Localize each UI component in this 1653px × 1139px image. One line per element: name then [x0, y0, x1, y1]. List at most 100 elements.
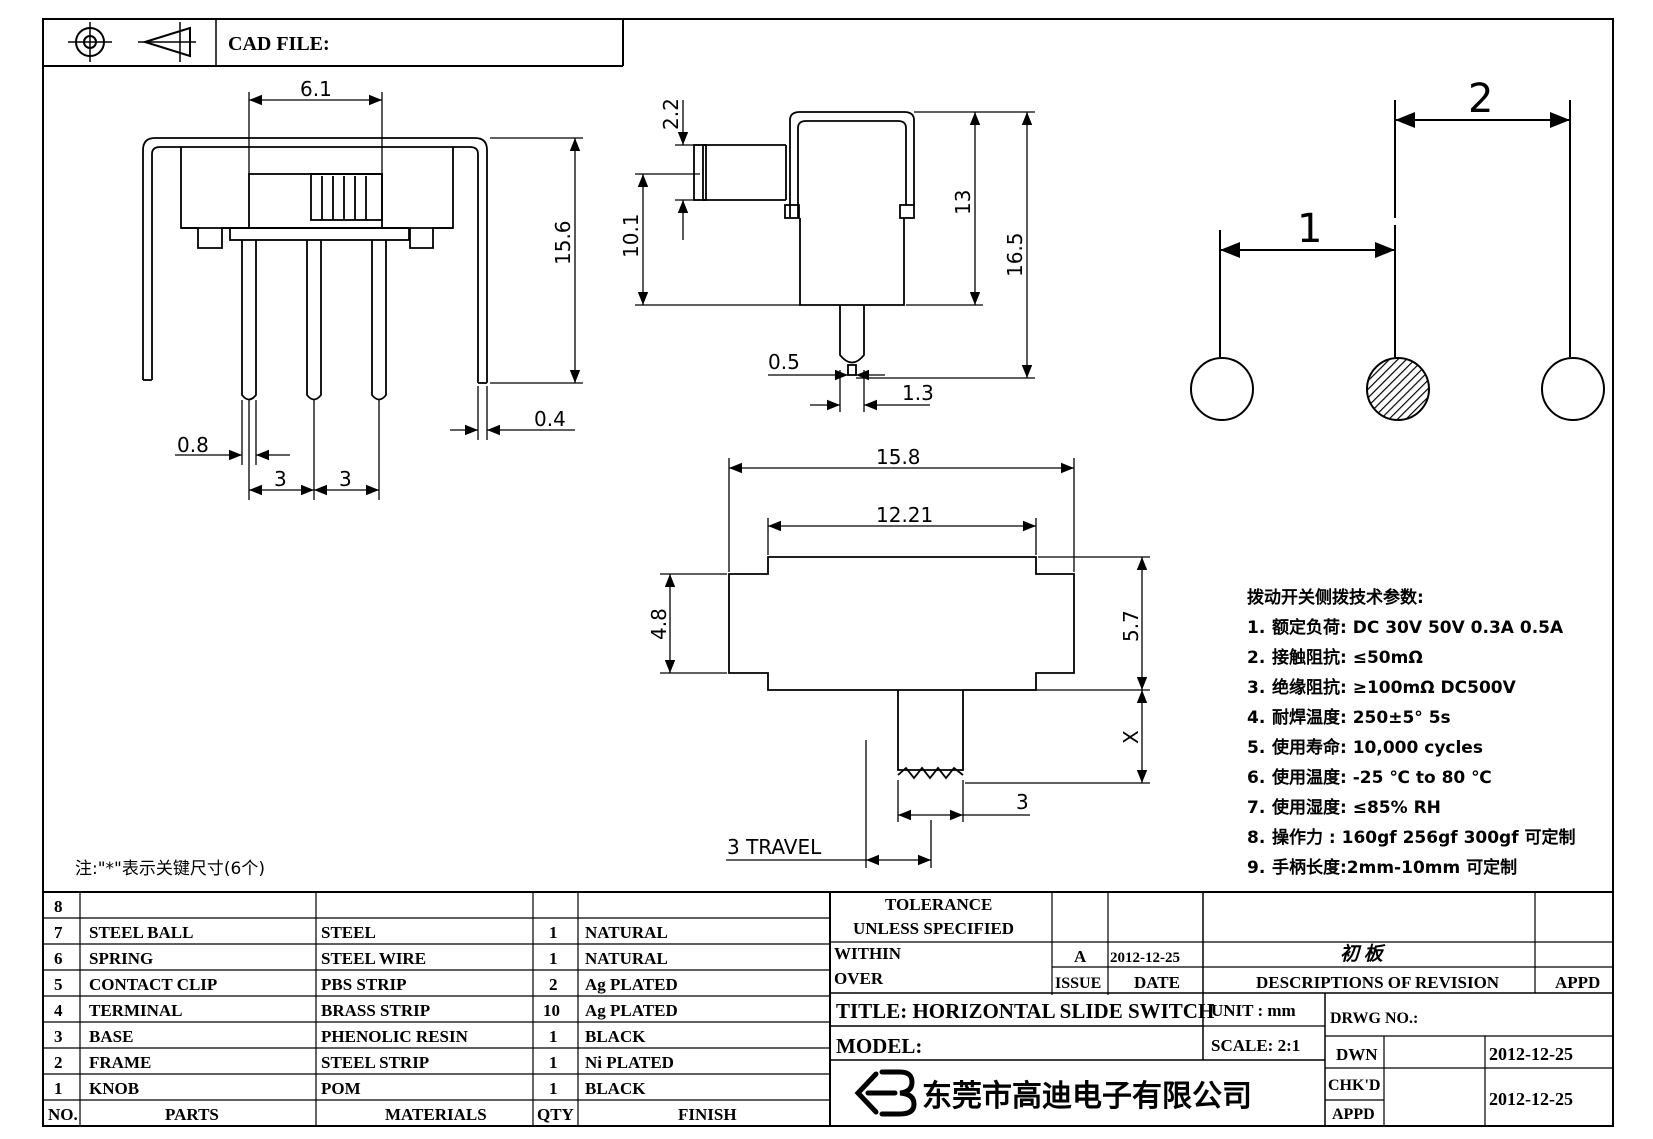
bom-row-no: 6	[54, 949, 63, 968]
spec-item-text: 手柄长度:2mm-10mm 可定制	[1272, 857, 1517, 878]
dim-side-total-height: 16.5	[1003, 232, 1027, 277]
bom-row-material: STEEL STRIP	[321, 1053, 429, 1072]
specs-block: 拨动开关侧拨技术参数: 1. 额定负荷: DC 30V 50V 0.3A 0.5…	[1247, 587, 1576, 878]
bom-row-finish: NATURAL	[585, 923, 668, 942]
projection-cone-icon	[138, 22, 196, 62]
bom-row-part: STEEL BALL	[89, 923, 193, 942]
bom-row-no: 8	[54, 897, 63, 916]
bom-row-qty: 1	[549, 923, 558, 942]
bom-row-qty: 1	[549, 949, 558, 968]
bom-row-material: PBS STRIP	[321, 975, 407, 994]
dim-front-pin-width: 0.8	[177, 433, 209, 457]
bom-row-qty: 2	[549, 975, 558, 994]
header-box: CAD FILE:	[43, 19, 624, 67]
bom-header-no: NO.	[48, 1105, 78, 1124]
front-view	[142, 137, 488, 401]
dim-top-width-left: 4.8	[647, 608, 671, 640]
model-label: MODEL:	[836, 1034, 922, 1058]
drawing-title: TITLE: HORIZONTAL SLIDE SWITCH	[836, 999, 1214, 1023]
bom-row-no: 2	[54, 1053, 63, 1072]
schematic-spacing-1: 1	[1297, 206, 1322, 252]
side-view	[693, 111, 915, 376]
appd-label: APPD	[1555, 973, 1600, 992]
spec-item-text: 额定负荷: DC 30V 50V 0.3A 0.5A	[1272, 617, 1564, 638]
sheet-border	[42, 18, 1614, 1127]
checked-date: 2012-12-25	[1489, 1089, 1573, 1109]
bom-row-finish: Ag PLATED	[585, 1001, 678, 1020]
bom-row-part: KNOB	[89, 1079, 139, 1098]
bom-row-material: BRASS STRIP	[321, 1001, 430, 1020]
bom-row-qty: 1	[549, 1053, 558, 1072]
dim-front-pitch-2: 3	[339, 467, 352, 491]
bom-header-qty: QTY	[537, 1105, 574, 1124]
bom-row-finish: Ni PLATED	[585, 1053, 674, 1072]
bom-row-part: SPRING	[89, 949, 153, 968]
key-dimension-footnote: 注:"*"表示关键尺寸(6个)	[75, 859, 265, 879]
dim-top-overall-length: 15.8	[876, 445, 921, 469]
issue-label: ISSUE	[1055, 975, 1101, 992]
bom-header-finish: FINISH	[678, 1105, 737, 1124]
company-name: 东莞市高迪电子有限公司	[922, 1079, 1252, 1114]
spec-item-num: 1.	[1247, 618, 1265, 638]
bom-row-material: STEEL	[321, 923, 376, 942]
spec-item-text: 使用湿度: ≤85% RH	[1271, 797, 1441, 818]
spec-item-num: 9.	[1247, 858, 1265, 878]
bom-header-parts: PARTS	[165, 1105, 219, 1124]
dim-side-body-height: 13	[951, 190, 975, 215]
over-label: OVER	[834, 969, 884, 988]
bom-row-no: 5	[54, 975, 63, 994]
spec-item-num: 3.	[1247, 678, 1265, 698]
revision-date: 2012-12-25	[1110, 950, 1180, 966]
pin-schematic	[1190, 100, 1605, 421]
bom-row-material: POM	[321, 1079, 361, 1098]
spec-item-text: 接触阻抗: ≤50mΩ	[1272, 647, 1423, 668]
spec-item-text: 耐焊温度: 250±5° 5s	[1272, 707, 1451, 728]
bom-row-part: BASE	[89, 1027, 133, 1046]
dim-side-knob-height: 2.2	[659, 98, 683, 130]
bom-row-no: 4	[54, 1001, 63, 1020]
bom-row-material: PHENOLIC RESIN	[321, 1027, 469, 1046]
dim-front-height: 15.6	[551, 220, 575, 265]
spec-item-num: 8.	[1247, 828, 1265, 848]
cad-file-label: CAD FILE:	[228, 33, 330, 55]
dim-front-pitch-1: 3	[274, 467, 287, 491]
bom-header-materials: MATERIALS	[385, 1105, 487, 1124]
bom-row-part: TERMINAL	[89, 1001, 183, 1020]
title-block	[830, 892, 1613, 1126]
bom-row-finish: Ag PLATED	[585, 975, 678, 994]
date-label: DATE	[1134, 973, 1180, 992]
bom-row-qty: 10	[543, 1001, 560, 1020]
dim-side-knob-offset: 10.1	[619, 213, 643, 258]
spec-item-text: 使用温度: -25 ℃ to 80 ℃	[1271, 767, 1492, 788]
bom-row-part: CONTACT CLIP	[89, 975, 217, 994]
approved-label: APPD	[1332, 1106, 1375, 1123]
spec-item-text: 操作力 : 160gf 256gf 300gf 可定制	[1272, 827, 1576, 848]
projection-crosshair-icon	[68, 22, 112, 62]
bom-row-material: STEEL WIRE	[321, 949, 426, 968]
drawn-label: DWN	[1336, 1045, 1378, 1064]
unless-specified-label: UNLESS SPECIFIED	[853, 919, 1014, 938]
front-view-dimensions	[175, 92, 583, 500]
spec-item-num: 4.	[1247, 708, 1265, 728]
dim-top-inner-length: 12.21	[876, 503, 933, 527]
bom-row-finish: BLACK	[585, 1027, 646, 1046]
side-view-dimensions	[635, 100, 1035, 412]
bom-row-finish: BLACK	[585, 1079, 646, 1098]
drawn-date: 2012-12-25	[1489, 1044, 1573, 1064]
spec-item-num: 6.	[1247, 768, 1265, 788]
within-label: WITHIN	[834, 944, 902, 963]
pin-circle-common	[1366, 357, 1430, 421]
descriptions-of-revision-label: DESCRIPTIONS OF REVISION	[1256, 973, 1500, 992]
schematic-spacing-2: 2	[1468, 76, 1493, 122]
bom-row-no: 3	[54, 1027, 63, 1046]
bom-table	[43, 891, 1613, 1126]
top-view-dimensions	[660, 458, 1150, 868]
dim-side-pin-width: 0.5	[768, 350, 800, 374]
revision-letter: A	[1074, 947, 1087, 966]
spec-item-num: 7.	[1247, 798, 1265, 818]
pin-circle-right	[1541, 357, 1605, 421]
spec-item-text: 绝缘阻抗: ≥100mΩ DC500V	[1272, 677, 1517, 698]
bom-row-no: 1	[54, 1079, 63, 1098]
pin-circle-left	[1190, 357, 1254, 421]
